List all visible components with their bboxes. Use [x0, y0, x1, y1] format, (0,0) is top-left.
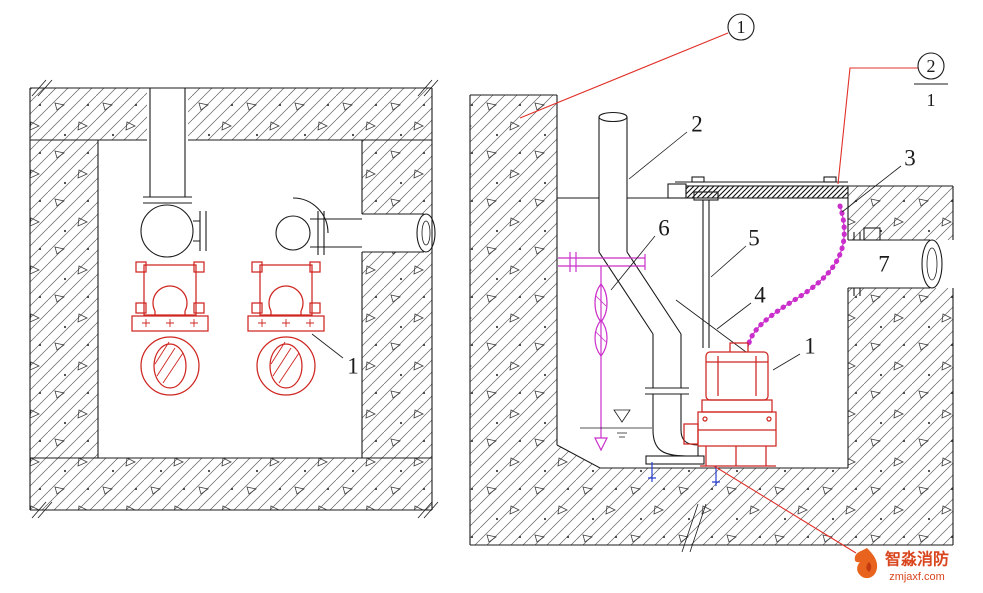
break-marks: [681, 503, 707, 553]
concrete-walls: [29, 79, 439, 519]
right-view-section: 2 6 5 4 3 1 7: [469, 94, 954, 554]
inlet-riser-pipe: [140, 88, 207, 258]
callout-leaders: [610, 131, 902, 371]
lifting-chain: [745, 203, 847, 350]
watermark-brand-text: 智淼消防: [885, 550, 949, 569]
watermark: 智淼消防 zmjaxf.com: [854, 548, 949, 583]
watermark-site-text: zmjaxf.com: [889, 571, 945, 583]
watermark-leader-line: [713, 465, 857, 554]
guide-rail: [693, 191, 719, 348]
detail-ref-number: 2: [927, 56, 936, 76]
float-cable: [675, 299, 747, 353]
callout-label-cable: 4: [754, 283, 766, 308]
watermark-flame-inner: [866, 562, 872, 572]
watermark-flame-icon: [854, 548, 878, 579]
wall-sleeve-pipe: [362, 213, 436, 253]
level-gauge: [558, 252, 646, 452]
bubble-1-number: 1: [737, 17, 746, 37]
callout-label-chain: 3: [904, 146, 916, 171]
pump-symbol-left: [131, 261, 209, 396]
callout-label-guide-rail: 5: [748, 226, 760, 251]
submersible-pump: [683, 342, 777, 467]
pit-cover: [667, 176, 849, 199]
left-view-plan: 1: [29, 79, 439, 519]
pump-symbol-right: [247, 261, 325, 396]
detail-reference-bubble: 2 1: [837, 52, 948, 185]
callout-label-riser-pipe: 2: [691, 112, 703, 137]
anchor-bolts: [648, 462, 720, 486]
outlet-elbow-pipe: [275, 197, 362, 255]
callout-label-outlet-pipe: 7: [878, 252, 890, 277]
detail-ref-sheet: 1: [927, 90, 936, 110]
break-marks: [31, 79, 439, 519]
callout-pump-left-view: 1: [311, 333, 359, 379]
concrete-walls: [469, 94, 954, 553]
outlet-pipe: [848, 227, 943, 296]
riser-discharge-pipe: [598, 111, 705, 465]
duckfoot-bend: [652, 429, 699, 457]
callout-label-pump: 1: [347, 354, 359, 379]
callout-label-level-gauge: 6: [658, 216, 670, 241]
water-level-symbol: [580, 409, 652, 438]
callout-bubble-1: 1: [519, 13, 755, 119]
callout-label-pump: 1: [804, 334, 816, 359]
